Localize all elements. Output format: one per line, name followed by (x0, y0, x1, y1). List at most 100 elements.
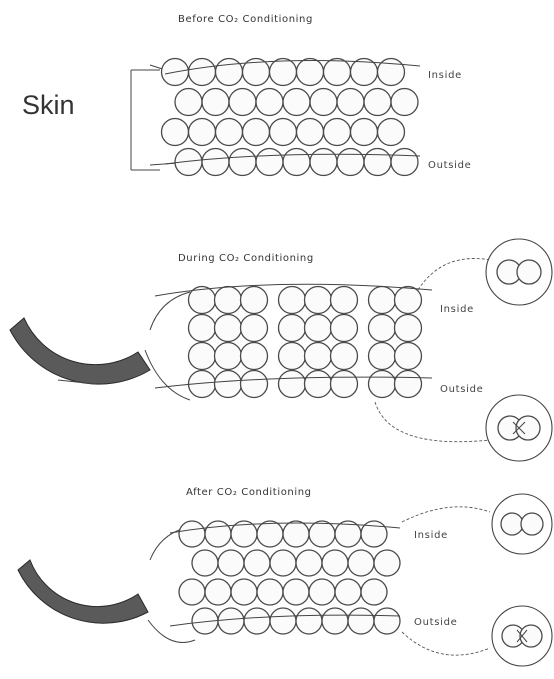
skin-strip-after (18, 560, 148, 623)
cell (305, 287, 332, 314)
cell (305, 315, 332, 342)
cell (205, 579, 231, 605)
cell (270, 119, 297, 146)
zoom-circle-inside-after (492, 494, 552, 554)
cell (215, 343, 242, 370)
cell (179, 521, 205, 547)
inside-label-during: Inside (440, 304, 474, 315)
cell (215, 315, 242, 342)
cell (244, 550, 270, 576)
cell (324, 59, 351, 86)
cell (395, 371, 422, 398)
cell (279, 371, 306, 398)
cell (256, 149, 283, 176)
cell (218, 550, 244, 576)
cell (309, 579, 335, 605)
cell (395, 315, 422, 342)
cell (369, 343, 396, 370)
cell (179, 579, 205, 605)
skin-bracket (131, 70, 160, 170)
cell-grid-during (189, 287, 422, 398)
outside-label-after: Outside (414, 617, 458, 628)
cell (335, 579, 361, 605)
cell (256, 89, 283, 116)
cell (331, 371, 358, 398)
cell (229, 149, 256, 176)
panel-during: During CO₂ Conditioning Inside Outside (10, 239, 552, 461)
zoom-circle-inside-during (486, 239, 552, 305)
cell (283, 579, 309, 605)
cell (279, 287, 306, 314)
cell (231, 579, 257, 605)
cell (348, 608, 374, 634)
cell (324, 119, 351, 146)
cell (374, 550, 400, 576)
cell (270, 550, 296, 576)
cell (296, 608, 322, 634)
cell (331, 315, 358, 342)
skin-label: Skin (22, 90, 75, 120)
cell (215, 287, 242, 314)
cell (229, 89, 256, 116)
cell (189, 59, 216, 86)
cell (305, 371, 332, 398)
cell (310, 149, 337, 176)
cell (202, 149, 229, 176)
cell (378, 119, 405, 146)
panel-after-title: After CO₂ Conditioning (186, 487, 312, 498)
cell (270, 59, 297, 86)
cell (216, 119, 243, 146)
cell (189, 343, 216, 370)
cell (241, 287, 268, 314)
cell (283, 89, 310, 116)
cell (257, 579, 283, 605)
cell (297, 119, 324, 146)
cell (322, 550, 348, 576)
cell (364, 149, 391, 176)
cell (279, 315, 306, 342)
outside-label-during: Outside (440, 384, 484, 395)
skin-strip-during (10, 318, 150, 384)
cell (348, 550, 374, 576)
cell (283, 521, 309, 547)
cell (241, 343, 268, 370)
cell (215, 371, 242, 398)
cell (202, 89, 229, 116)
cell (192, 550, 218, 576)
cell (189, 119, 216, 146)
cell-grid-before (162, 59, 419, 176)
cell (374, 608, 400, 634)
cell (395, 343, 422, 370)
cell (337, 149, 364, 176)
cell (369, 371, 396, 398)
cell (369, 315, 396, 342)
panel-before: Before CO₂ Conditioning Skin Inside Outs… (22, 14, 472, 176)
cell (391, 149, 418, 176)
strip-links-during (145, 292, 190, 400)
zoom-circle-outside-after (492, 606, 552, 666)
cell-grid-after (179, 521, 400, 634)
cell (337, 89, 364, 116)
cell (297, 59, 324, 86)
cell (395, 287, 422, 314)
cell (296, 550, 322, 576)
cell (257, 521, 283, 547)
cell (391, 89, 418, 116)
zoom-circle-outside-during (486, 395, 552, 461)
cell (175, 89, 202, 116)
panel-after: After CO₂ Conditioning Inside Outside (18, 487, 552, 666)
cell (216, 59, 243, 86)
cell (310, 89, 337, 116)
cell (279, 343, 306, 370)
cell (243, 119, 270, 146)
cell (331, 343, 358, 370)
cell (205, 521, 231, 547)
cell (241, 371, 268, 398)
cell (305, 343, 332, 370)
cell (331, 287, 358, 314)
inside-label-before: Inside (428, 70, 462, 81)
cell (244, 608, 270, 634)
panel-before-title: Before CO₂ Conditioning (178, 14, 313, 25)
cell (218, 608, 244, 634)
